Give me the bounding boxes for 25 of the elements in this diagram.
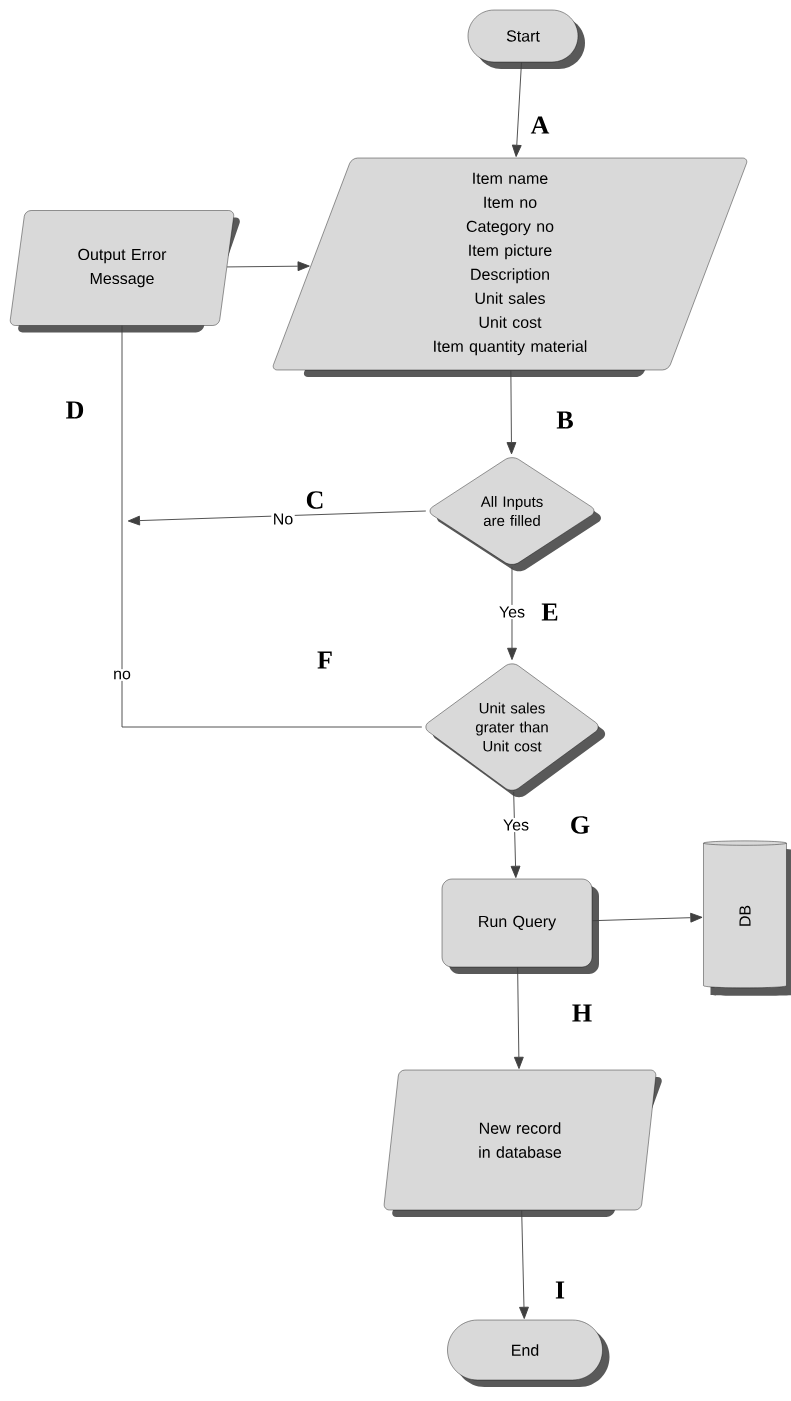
reference-letter: G bbox=[571, 816, 590, 834]
reference-letter: C bbox=[306, 491, 323, 509]
arrow bbox=[507, 566, 517, 660]
edge-label: Yes bbox=[501, 817, 531, 833]
arrow bbox=[511, 61, 522, 157]
reference-letter: E bbox=[541, 603, 558, 621]
arrow bbox=[127, 510, 427, 526]
edge-label: no bbox=[111, 669, 133, 681]
reference-letter: B bbox=[556, 411, 573, 429]
reference-letter: A bbox=[530, 116, 550, 134]
reference-letter: D bbox=[66, 401, 84, 419]
arrow bbox=[226, 261, 310, 272]
arrow bbox=[519, 1209, 529, 1319]
edge-label: Yes bbox=[497, 604, 527, 620]
database-cylinder: DB bbox=[703, 840, 791, 996]
process-box: Run Query bbox=[441, 878, 599, 974]
arrow bbox=[591, 912, 703, 923]
reference-letter: I bbox=[555, 1281, 565, 1299]
connector-line bbox=[121, 325, 423, 728]
reference-letter: F bbox=[317, 651, 332, 669]
arrow bbox=[506, 369, 517, 455]
edge-label: No bbox=[271, 511, 295, 527]
reference-letter: H bbox=[572, 1004, 592, 1022]
arrow bbox=[510, 791, 521, 878]
arrow bbox=[513, 966, 524, 1069]
